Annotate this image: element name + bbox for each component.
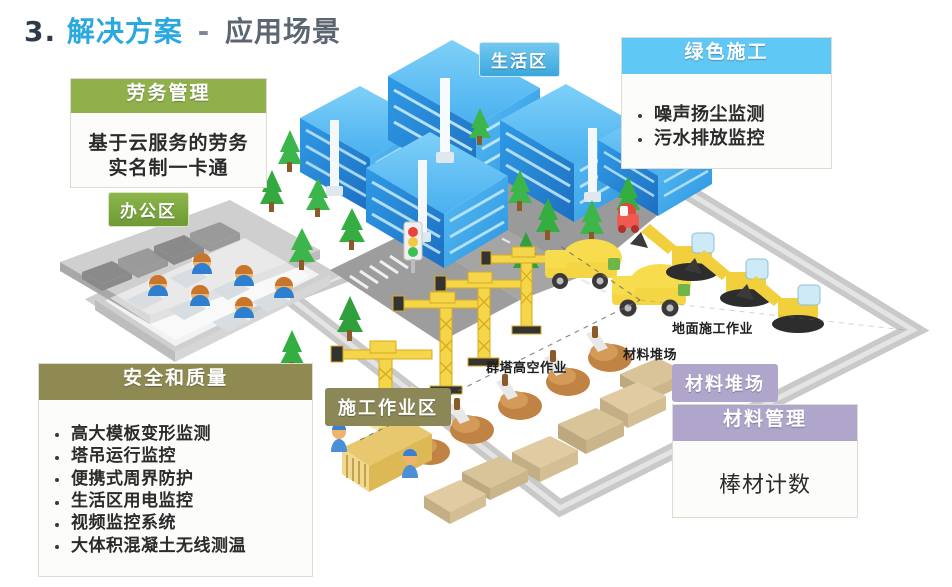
tag-living-area[interactable]: 生活区 <box>479 42 560 77</box>
panel-safety-quality-body: 高大模板变形监测 塔吊运行监控 便携式周界防护 生活区用电监控 视频监控系统 大… <box>39 400 312 586</box>
material-management-line: 棒材计数 <box>718 473 811 499</box>
safety-quality-item: 高大模板变形监测 <box>47 423 246 445</box>
panel-labor-management: 劳务管理 基于云服务的劳务 实名制一卡通 <box>70 78 267 188</box>
panel-labor-management-header: 劳务管理 <box>71 79 266 113</box>
panel-green-construction-body: 噪声扬尘监测 污水排放监控 <box>622 74 831 182</box>
slide-title-primary: 解决方案 <box>66 15 183 48</box>
slide-title-number: 3. <box>24 15 57 48</box>
material-stacks <box>424 358 686 524</box>
safety-quality-item: 便携式周界防护 <box>47 468 246 490</box>
labor-line-1: 基于云服务的劳务 <box>88 131 249 154</box>
panel-material-management: 材料管理 棒材计数 <box>672 404 858 518</box>
excavators <box>630 224 824 333</box>
slide-title: 3. 解决方案 - 应用场景 <box>24 10 341 50</box>
panel-green-construction-header: 绿色施工 <box>622 38 831 74</box>
labor-line-2: 实名制一卡通 <box>108 157 229 179</box>
green-construction-item: 污水排放监控 <box>630 127 765 151</box>
safety-quality-item: 塔吊运行监控 <box>47 445 246 467</box>
label-ground-work: 地面施工作业 <box>672 322 754 337</box>
green-construction-list: 噪声扬尘监测 污水排放监控 <box>630 103 765 151</box>
safety-quality-list: 高大模板变形监测 塔吊运行监控 便携式周界防护 生活区用电监控 视频监控系统 大… <box>47 423 246 558</box>
red-machine <box>617 203 639 233</box>
panel-safety-quality: 安全和质量 高大模板变形监测 塔吊运行监控 便携式周界防护 生活区用电监控 视频… <box>38 363 313 577</box>
slide-title-dash: - <box>197 15 211 48</box>
panel-safety-quality-header: 安全和质量 <box>39 364 312 400</box>
safety-quality-item: 生活区用电监控 <box>47 490 246 512</box>
safety-quality-item: 视频监控系统 <box>47 512 246 534</box>
label-material-yard: 材料堆场 <box>623 348 678 363</box>
panel-material-management-header: 材料管理 <box>673 405 857 441</box>
panel-labor-management-body: 基于云服务的劳务 实名制一卡通 <box>71 113 266 201</box>
safety-quality-item: 大体积混凝土无线测温 <box>47 535 246 557</box>
panel-material-management-body: 棒材计数 <box>673 441 857 533</box>
traffic-light <box>403 221 423 273</box>
slide-title-secondary: 应用场景 <box>225 15 342 48</box>
green-construction-item: 噪声扬尘监测 <box>630 103 765 127</box>
tag-office-area[interactable]: 办公区 <box>108 192 189 227</box>
label-tower-crane-work: 群塔高空作业 <box>486 361 568 376</box>
tag-construction-area[interactable]: 施工作业区 <box>325 388 451 426</box>
office-workers <box>110 238 310 340</box>
trees <box>260 108 640 372</box>
tag-material-yard[interactable]: 材料堆场 <box>672 364 778 402</box>
panel-green-construction: 绿色施工 噪声扬尘监测 污水排放监控 <box>621 37 832 169</box>
